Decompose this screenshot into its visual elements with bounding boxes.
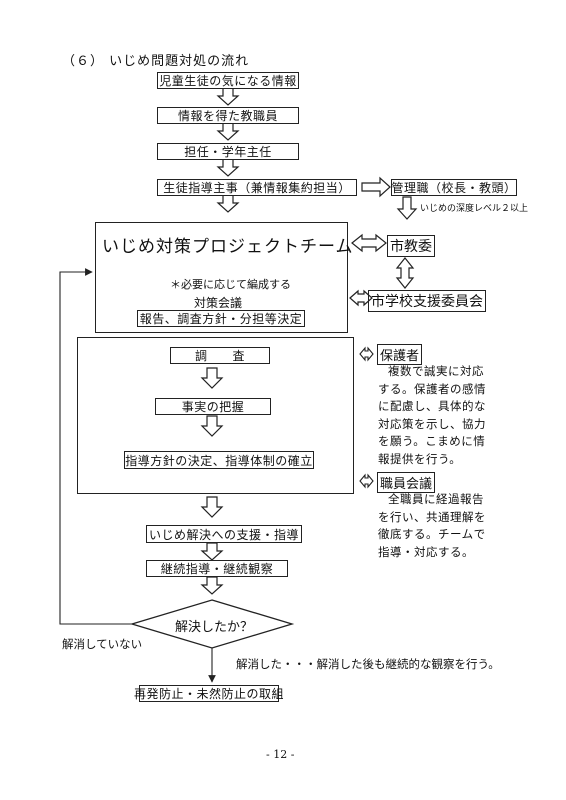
guardian-note: 複数で誠実に対応 する。保護者の感情 に配慮し、具体的な 対応策を示し、協力 を… bbox=[378, 363, 486, 468]
guardian-label: 保護者 bbox=[377, 344, 423, 365]
not-solved-label: 解消していない bbox=[62, 637, 143, 651]
down-arrows bbox=[200, 87, 240, 595]
guardian-note-line: 対応策を示し、協力 bbox=[378, 416, 486, 431]
step-homeroom: 担任・学年主任 bbox=[157, 143, 299, 160]
project-team-title: いじめ対策プロジェクトチーム bbox=[102, 237, 354, 257]
meeting-label: 対策会議 bbox=[194, 296, 243, 310]
staff-note-line: を行い、共通理解を bbox=[378, 509, 486, 524]
board-box: 市教委 bbox=[387, 235, 435, 257]
guardian-note-line: を願う。こまめに情 bbox=[378, 434, 486, 448]
section-title: （６） いじめ問題対処の流れ bbox=[62, 54, 250, 69]
page-number: - 12 - bbox=[266, 748, 295, 761]
facts-box: 事実の把握 bbox=[155, 398, 271, 415]
team-note: ＊必要に応じて編成する bbox=[170, 278, 291, 291]
guardian-note-line: 複数で誠実に対応 bbox=[388, 364, 484, 378]
solved-label: 解消した・・・解消した後も継続的な観察を行う。 bbox=[236, 657, 500, 671]
guardian-note-line: する。保護者の感情 bbox=[378, 381, 486, 396]
project-team-box bbox=[95, 222, 348, 333]
prevention-box: 再発防止・未然防止の取組 bbox=[134, 685, 285, 702]
guardian-note-line: 報提供を行う。 bbox=[378, 451, 462, 466]
staff-note-line: 指導・対応する。 bbox=[378, 544, 474, 559]
investigation-frame bbox=[77, 337, 354, 494]
guardian-note-line: に配慮し、具体的な bbox=[378, 399, 486, 413]
support-step-box: いじめ解決への支援・指導 bbox=[146, 525, 302, 543]
staff-meeting-label: 職員会議 bbox=[377, 472, 436, 493]
step-staff: 情報を得た教職員 bbox=[157, 107, 299, 124]
step-info: 児童生徒の気になる情報 bbox=[157, 72, 299, 89]
staff-note-line: 徹底する。チームで bbox=[378, 527, 486, 541]
continue-box: 継続指導・継続観察 bbox=[146, 560, 288, 577]
policy-box: 指導方針の決定、指導体制の確立 bbox=[124, 451, 314, 469]
staff-note-line: 全職員に経過報告 bbox=[388, 492, 484, 506]
admin-box: 管理職（校長・教頭） bbox=[391, 179, 517, 196]
investigate-box: 調 査 bbox=[170, 347, 270, 364]
step-guidance-head: 生徒指導主事（兼情報集約担当） bbox=[157, 179, 357, 196]
admin-note: いじめの深度レベル２以上 bbox=[420, 204, 529, 214]
meeting-box: 報告、調査方針・分担等決定 bbox=[137, 310, 305, 327]
staff-meeting-note: 全職員に経過報告 を行い、共通理解を 徹底する。チームで 指導・対応する。 bbox=[378, 491, 486, 561]
support-committee-box: 市学校支援委員会 bbox=[368, 290, 486, 312]
decision-text: 解決したか？ bbox=[175, 620, 254, 635]
